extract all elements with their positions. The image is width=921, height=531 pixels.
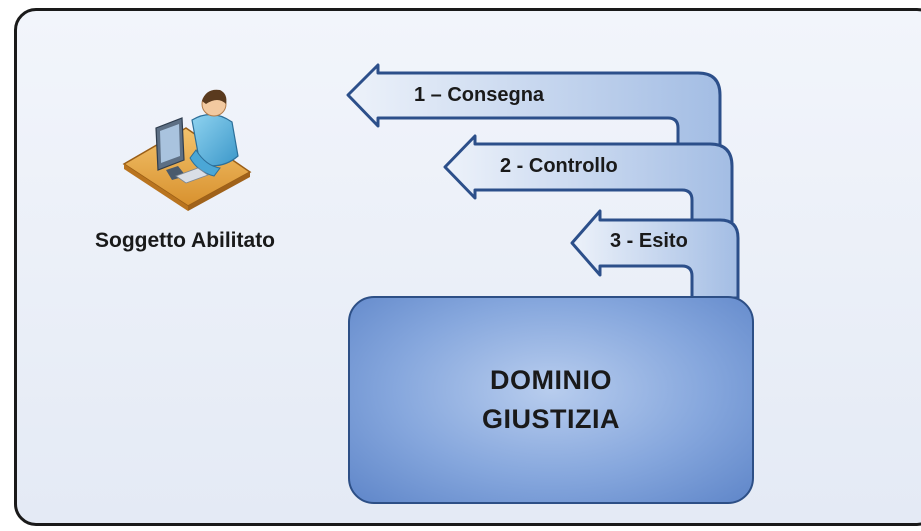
user-at-computer-icon bbox=[122, 89, 252, 211]
arrow-esito bbox=[570, 209, 740, 300]
arrow-consegna bbox=[346, 63, 722, 150]
arrow-label-esito: 3 - Esito bbox=[610, 230, 688, 252]
domain-title-line-2: GIUSTIZIA bbox=[482, 404, 620, 434]
actor-label: Soggetto Abilitato bbox=[94, 229, 276, 252]
arrow-label-controllo: 2 - Controllo bbox=[500, 155, 618, 177]
arrow-controllo bbox=[443, 134, 734, 224]
domain-title-line-1: DOMINIO bbox=[490, 364, 612, 395]
dominio-giustizia-box: DOMINIO GIUSTIZIA bbox=[348, 296, 754, 504]
arrow-label-consegna: 1 – Consegna bbox=[414, 84, 545, 106]
